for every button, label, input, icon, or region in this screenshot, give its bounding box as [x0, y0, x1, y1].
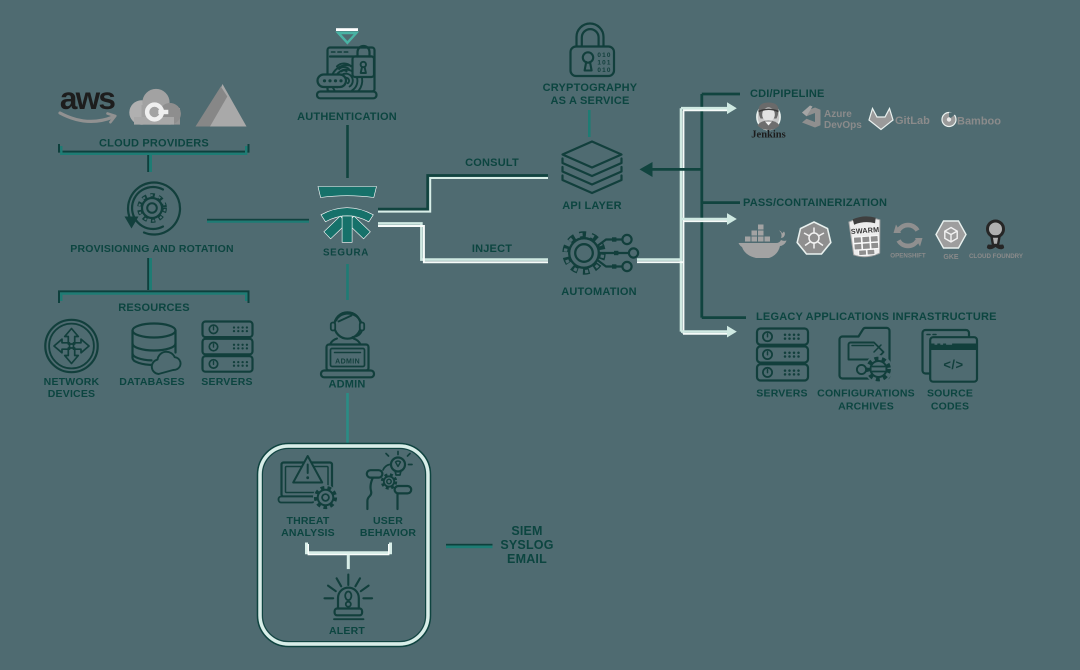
- svg-text:010: 010: [597, 52, 611, 59]
- svg-text:ALERT: ALERT: [329, 625, 365, 637]
- svg-text:CODES: CODES: [931, 401, 969, 413]
- svg-text:</>: </>: [943, 357, 963, 372]
- svg-text:OPENSHIFT: OPENSHIFT: [890, 253, 926, 260]
- svg-text:USER: USER: [373, 515, 403, 527]
- svg-text:BEHAVIOR: BEHAVIOR: [360, 527, 416, 539]
- svg-text:SWARM: SWARM: [850, 225, 879, 236]
- svg-text:DATABASES: DATABASES: [119, 376, 185, 388]
- svg-text:SEGURA: SEGURA: [323, 248, 369, 259]
- svg-text:Bamboo: Bamboo: [957, 116, 1001, 128]
- svg-text:010: 010: [597, 67, 611, 74]
- svg-text:101: 101: [597, 60, 611, 67]
- svg-text:ADMIN: ADMIN: [328, 379, 365, 391]
- svg-text:GitLab: GitLab: [895, 115, 930, 127]
- svg-text:SYSLOG: SYSLOG: [500, 538, 553, 552]
- svg-text:Jenkins: Jenkins: [751, 130, 785, 141]
- svg-text:Azure: Azure: [824, 109, 852, 120]
- svg-text:SIEM: SIEM: [511, 524, 542, 538]
- svg-text:DevOps: DevOps: [824, 120, 862, 131]
- svg-text:RESOURCES: RESOURCES: [118, 302, 189, 314]
- svg-text:GKE: GKE: [943, 254, 959, 261]
- svg-text:aws: aws: [60, 80, 115, 116]
- svg-text:DEVICES: DEVICES: [48, 388, 96, 400]
- svg-text:ANALYSIS: ANALYSIS: [281, 527, 335, 539]
- svg-text:ADMIN: ADMIN: [335, 359, 360, 366]
- svg-text:AS A SERVICE: AS A SERVICE: [550, 95, 629, 107]
- svg-text:SERVERS: SERVERS: [201, 376, 252, 388]
- svg-text:CONSULT: CONSULT: [465, 157, 519, 169]
- svg-text:THREAT: THREAT: [286, 515, 329, 527]
- svg-text:NETWORK: NETWORK: [44, 376, 100, 388]
- svg-text:CONFIGURATIONS: CONFIGURATIONS: [817, 388, 915, 400]
- svg-text:EMAIL: EMAIL: [507, 552, 547, 566]
- svg-text:INJECT: INJECT: [472, 243, 512, 255]
- svg-text:API LAYER: API LAYER: [562, 200, 621, 212]
- svg-text:PROVISIONING AND ROTATION: PROVISIONING AND ROTATION: [70, 243, 233, 255]
- svg-text:LEGACY APPLICATIONS INFRASTRUC: LEGACY APPLICATIONS INFRASTRUCTURE: [756, 311, 997, 323]
- svg-text:CRYPTOGRAPHY: CRYPTOGRAPHY: [543, 82, 638, 94]
- svg-text:PASS/CONTAINERIZATION: PASS/CONTAINERIZATION: [743, 197, 887, 209]
- svg-text:SOURCE: SOURCE: [927, 388, 973, 400]
- svg-text:CDI/PIPELINE: CDI/PIPELINE: [750, 88, 825, 100]
- svg-text:SERVERS: SERVERS: [756, 388, 807, 400]
- svg-text:CLOUD PROVIDERS: CLOUD PROVIDERS: [99, 138, 209, 150]
- svg-text:CLOUD FOUNDRY: CLOUD FOUNDRY: [969, 253, 1024, 260]
- svg-text:AUTOMATION: AUTOMATION: [561, 286, 637, 298]
- svg-text:ARCHIVES: ARCHIVES: [838, 401, 894, 413]
- svg-text:AUTHENTICATION: AUTHENTICATION: [297, 111, 397, 123]
